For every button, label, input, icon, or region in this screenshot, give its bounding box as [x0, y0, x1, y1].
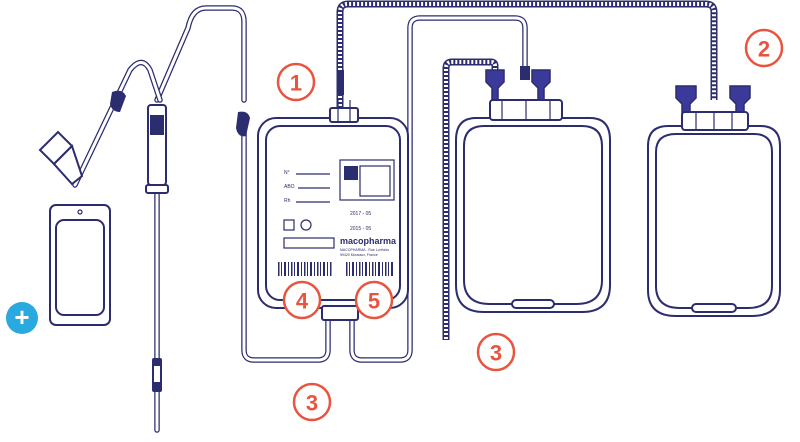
- bag-label-date2: 2015 - 05: [350, 226, 371, 232]
- callout-4-text: 4: [296, 289, 309, 314]
- callout-3-bottom: 3: [292, 382, 332, 422]
- bag-label-date1: 2017 - 05: [350, 211, 371, 217]
- callout-1: 1: [276, 62, 316, 102]
- callout-5-text: 5: [368, 289, 380, 314]
- satellite-bag-2: [647, 85, 781, 317]
- bag-brand: macopharma: [340, 236, 397, 246]
- barcode-left: [278, 262, 332, 276]
- main-collection-bag: N° ABO Rh 2017 - 05 2015 - 05 macopharma…: [257, 100, 409, 321]
- callout-3-right-text: 3: [490, 341, 502, 366]
- sampling-pouch: [49, 204, 111, 326]
- bag-label-no: N°: [284, 170, 290, 176]
- expand-plus-button[interactable]: +: [6, 302, 38, 334]
- barcode-right: [346, 262, 393, 276]
- callout-2-text: 2: [758, 37, 770, 62]
- bag-label-rh: Rh: [284, 198, 291, 204]
- callout-5: 5: [354, 280, 394, 320]
- bag-label-abo: ABO: [284, 184, 295, 190]
- bag-brand-sub1: MACOPHARMA - Rue Lorthiois: [340, 248, 389, 252]
- callout-3-bottom-text: 3: [306, 391, 318, 416]
- callout-3-right: 3: [476, 332, 516, 372]
- tubing: [72, 0, 718, 433]
- administration-set: [38, 70, 344, 392]
- callout-1-text: 1: [290, 71, 302, 96]
- bag-brand-sub2: 59420 Mouvaux, France: [340, 253, 378, 257]
- plus-icon: +: [14, 302, 29, 332]
- callout-4: 4: [282, 280, 322, 320]
- satellite-bag-1: [455, 66, 611, 313]
- callout-2: 2: [744, 28, 784, 68]
